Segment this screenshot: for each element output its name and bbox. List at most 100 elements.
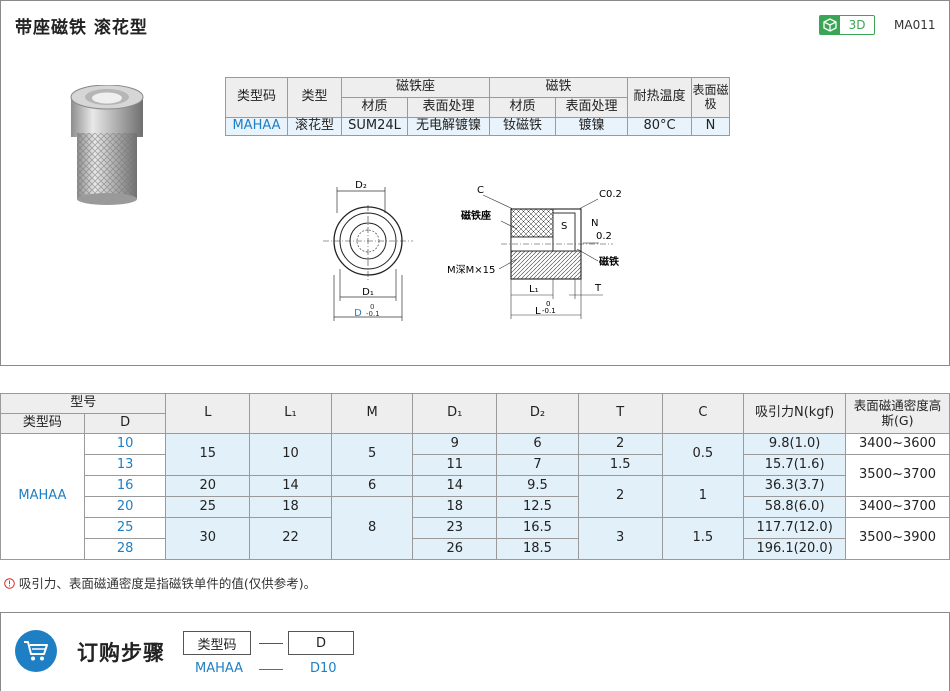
- cell-m: 6: [330, 475, 414, 497]
- th-magnet-surface: 表面处理: [555, 97, 628, 118]
- th-d: D: [83, 413, 167, 434]
- cell-d1: 11: [412, 454, 498, 476]
- th-pole: 表面磁极: [691, 77, 730, 118]
- type-table: 类型码 类型 磁铁座 磁铁 耐热温度 表面磁极 材质 表面处理 材质 表面处理 …: [225, 77, 730, 136]
- th-seat-material: 材质: [341, 97, 408, 118]
- cell-d2: 12.5: [496, 496, 579, 518]
- cell-force: 117.7(12.0): [743, 517, 847, 539]
- th-l1: L₁: [249, 393, 332, 434]
- th-force: 吸引力N(kgf): [743, 393, 847, 434]
- product-info-panel: 带座磁铁 滚花型 3D MA011: [0, 0, 950, 366]
- cell-l1: 22: [249, 517, 332, 560]
- order-steps-panel: 订购步骤 类型码 D MAHAA D10: [0, 612, 950, 691]
- cell-d2: 18.5: [496, 538, 579, 560]
- label-l-tol-top: 0: [546, 300, 550, 308]
- cell-d1: 26: [412, 538, 498, 560]
- cell-d[interactable]: 13: [83, 454, 167, 476]
- label-d2: D₂: [355, 180, 367, 191]
- cell-c: 1.5: [661, 517, 745, 560]
- cell-d2: 16.5: [496, 517, 579, 539]
- cell-m: 8: [330, 496, 414, 560]
- cell-l: 25: [165, 496, 251, 518]
- order-value-d: D10: [310, 661, 337, 676]
- cell-d1: 23: [412, 517, 498, 539]
- view-3d-label: 3D: [848, 18, 866, 32]
- cell-t: 1.5: [577, 454, 663, 476]
- order-title: 订购步骤: [77, 641, 165, 665]
- cell-type-code[interactable]: MAHAA: [0, 433, 85, 560]
- cell-type: 滚花型: [287, 117, 342, 136]
- label-n-val: 0.2: [596, 231, 612, 242]
- footnote-text: 吸引力、表面磁通密度是指磁铁单件的值(仅供参考)。: [18, 576, 317, 591]
- cell-density: 3500~3900: [845, 517, 950, 560]
- label-m: M深M×15: [447, 264, 495, 276]
- th-density: 表面磁通密度高斯(G): [845, 393, 950, 434]
- cell-d1: 14: [412, 475, 498, 497]
- cell-type-code[interactable]: MAHAA: [225, 117, 288, 136]
- part-code: MA011: [894, 18, 936, 32]
- table-row: 20 25 18 8 18 12.5 58.8(6.0) 3400~3700: [1, 496, 950, 560]
- order-box-type-code: 类型码: [183, 631, 251, 655]
- cell-l1: 14: [249, 475, 332, 497]
- page-title: 带座磁铁 滚花型: [15, 18, 148, 38]
- cell-density: 3400~3700: [845, 496, 950, 518]
- order-value-connector: [259, 669, 283, 670]
- label-d: D: [354, 308, 362, 319]
- table-row: MAHAA 10 15 10 5 9 6 2 0.5 9.8(1.0) 3400…: [0, 433, 950, 560]
- cell-d1: 9: [412, 433, 498, 455]
- cell-c: 1: [661, 475, 745, 518]
- cell-d[interactable]: 28: [83, 538, 167, 560]
- front-view-drawing: D₂ D₁ D 0 -0.1: [323, 180, 413, 321]
- cell-d[interactable]: 16: [83, 475, 167, 497]
- th-type-code: 类型码: [0, 413, 85, 434]
- product-photo: [70, 85, 144, 205]
- warning-icon: [4, 577, 19, 591]
- th-d2: D₂: [496, 393, 579, 434]
- cell-pole: N: [691, 117, 730, 136]
- cell-force: 9.8(1.0): [743, 433, 847, 455]
- cell-seat-material: SUM24L: [341, 117, 408, 136]
- cell-l: 30: [165, 517, 251, 560]
- table-row: 25 30 22 23 16.5 3 1.5 117.7(12.0) 3500~…: [1, 517, 950, 560]
- cell-l: 20: [165, 475, 251, 497]
- cell-t: 3: [577, 517, 663, 560]
- th-seat: 磁铁座: [341, 77, 490, 98]
- cell-d[interactable]: 20: [83, 496, 167, 518]
- th-magnet: 磁铁: [489, 77, 628, 98]
- cell-m: 5: [330, 433, 414, 476]
- cell-t: 2: [577, 475, 663, 518]
- order-value-type-code: MAHAA: [195, 661, 244, 676]
- cell-l1: 18: [249, 496, 332, 518]
- th-m: M: [330, 393, 414, 434]
- cell-density: 3400~3600: [845, 433, 950, 455]
- footnote: 吸引力、表面磁通密度是指磁铁单件的值(仅供参考)。: [4, 573, 316, 592]
- label-magnet: 磁铁: [599, 255, 619, 268]
- view-3d-button[interactable]: 3D: [819, 15, 875, 35]
- order-box-d: D: [288, 631, 354, 655]
- cell-d1: 18: [412, 496, 498, 518]
- th-model: 型号: [0, 393, 167, 414]
- cell-d[interactable]: 25: [83, 517, 167, 539]
- table-row: 13 11 7 1.5 15.7(1.6) 3500~3700: [1, 454, 950, 497]
- cell-l: 15: [165, 433, 251, 476]
- cell-d2: 7: [496, 454, 579, 476]
- cell-force: 36.3(3.7): [743, 475, 847, 497]
- label-l-tol-bot: -0.1: [542, 307, 556, 315]
- label-l1: L₁: [529, 284, 539, 295]
- cell-d2: 6: [496, 433, 579, 455]
- th-d1: D₁: [412, 393, 498, 434]
- label-s: S: [561, 221, 567, 232]
- th-t: T: [577, 393, 663, 434]
- th-seat-surface: 表面处理: [407, 97, 490, 118]
- label-d-tol-top: 0: [370, 303, 374, 311]
- cell-density: 3500~3700: [845, 454, 950, 497]
- th-type: 类型: [287, 77, 342, 118]
- dimension-table: 型号 L L₁ M D₁ D₂ T C 吸引力N(kgf) 表面磁通密度高斯(G…: [0, 393, 950, 560]
- cell-temp: 80°C: [627, 117, 692, 136]
- cart-icon: [15, 630, 57, 672]
- label-l: L: [535, 306, 541, 317]
- cell-d[interactable]: 10: [83, 433, 167, 455]
- label-c: C: [477, 185, 484, 196]
- order-connector: [259, 643, 283, 644]
- cell-c: 0.5: [661, 433, 745, 476]
